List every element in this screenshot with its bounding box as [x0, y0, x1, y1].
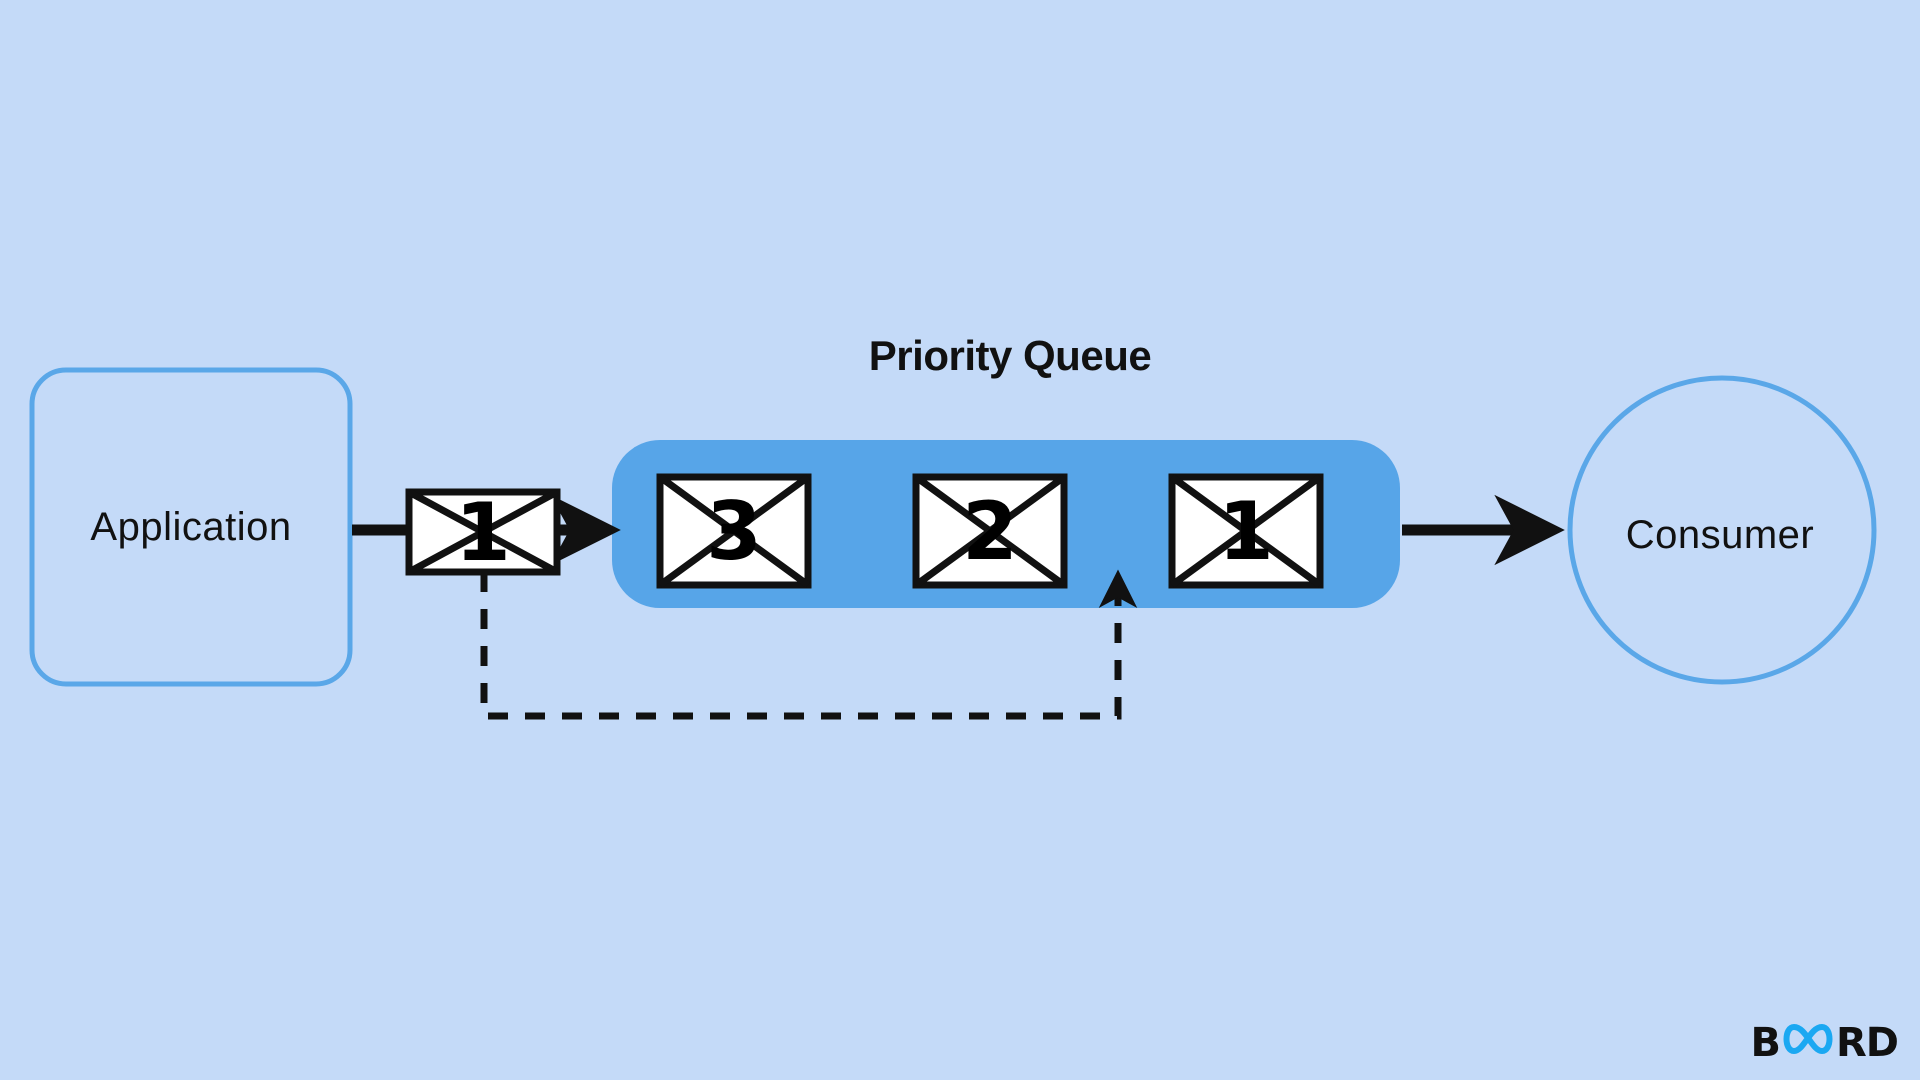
board-logo-suffix: RD: [1835, 1020, 1899, 1066]
envelope-icon-queued-1[interactable]: [1168, 473, 1324, 589]
envelope-icon-queued-2[interactable]: [912, 473, 1068, 589]
board-logo: B RD: [1750, 1019, 1899, 1066]
board-logo-prefix: B: [1750, 1020, 1780, 1066]
envelope-icon-incoming[interactable]: [405, 488, 561, 576]
consumer-node[interactable]: [1567, 375, 1877, 685]
envelope-icon-queued-3[interactable]: [656, 473, 812, 589]
board-logo-infinity-icon: [1780, 1019, 1836, 1066]
edge-priority-reorder-path: [480, 569, 1138, 720]
application-node[interactable]: [29, 367, 353, 687]
